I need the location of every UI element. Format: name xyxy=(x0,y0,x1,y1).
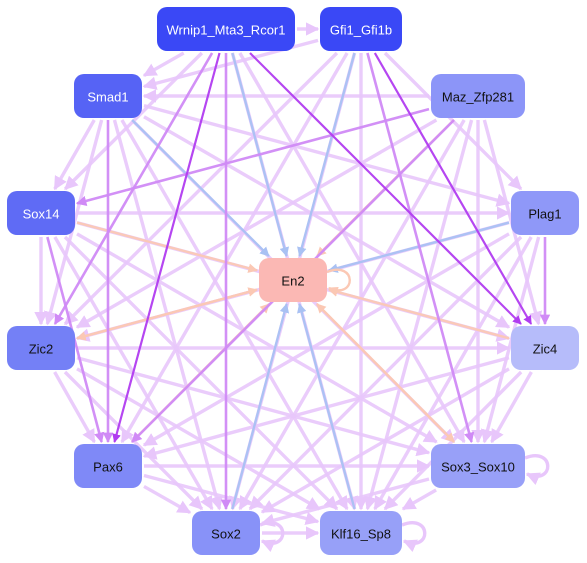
edge-klf16-to-en2 xyxy=(297,303,356,510)
edge-zic4-to-en2 xyxy=(328,287,510,340)
edge-zic2-to-pax6 xyxy=(53,371,96,444)
node-sox2[interactable]: Sox2 xyxy=(192,511,260,555)
node-box-gfi1[interactable] xyxy=(320,7,402,51)
edge-zic4-to-sox3 xyxy=(490,371,533,444)
edge-en2-to-sox3 xyxy=(316,303,455,443)
node-maz[interactable]: Maz_Zfp281 xyxy=(431,74,525,118)
edge-maz-to-sox2 xyxy=(238,119,466,511)
node-klf16[interactable]: Klf16_Sp8 xyxy=(320,511,402,555)
edge-sox2-to-en2 xyxy=(231,303,290,510)
node-box-maz[interactable] xyxy=(431,74,525,118)
edge-pax6-to-sox2 xyxy=(143,484,192,515)
node-gfi1[interactable]: Gfi1_Gfi1b xyxy=(320,7,402,51)
node-box-plag1[interactable] xyxy=(511,191,579,235)
edge-smad1-to-zic4 xyxy=(143,115,511,329)
node-box-zic4[interactable] xyxy=(511,326,579,370)
edge-smad1-to-sox14 xyxy=(53,119,96,191)
edge-sox14-to-sox3 xyxy=(76,232,438,444)
node-box-pax6[interactable] xyxy=(74,444,142,488)
edge-zic2-to-klf16 xyxy=(76,367,321,511)
edge-gfi1-to-zic4 xyxy=(373,52,533,325)
edge-wrnip1-to-pax6 xyxy=(112,52,221,443)
edge-gfi1-to-en2 xyxy=(297,52,356,257)
node-box-wrnip1[interactable] xyxy=(157,7,295,51)
node-smad1[interactable]: Smad1 xyxy=(74,74,142,118)
edge-zic4-to-sox2 xyxy=(260,367,510,514)
node-box-sox14[interactable] xyxy=(7,191,75,235)
node-zic2[interactable]: Zic2 xyxy=(7,326,75,370)
node-zic4[interactable]: Zic4 xyxy=(511,326,579,370)
edge-maz-to-zic2 xyxy=(75,118,438,329)
node-sox3[interactable]: Sox3_Sox10 xyxy=(431,444,525,488)
edge-sox3-to-sox2 xyxy=(260,477,430,527)
edge-pax6-to-klf16 xyxy=(143,473,320,526)
node-box-en2[interactable] xyxy=(259,258,327,302)
edge-en2-to-zic2 xyxy=(76,288,258,341)
edge-sox3-to-klf16 xyxy=(401,488,437,511)
node-plag1[interactable]: Plag1 xyxy=(511,191,579,235)
edge-plag1-to-pax6 xyxy=(142,232,510,447)
node-box-sox3[interactable] xyxy=(431,444,525,488)
node-pax6[interactable]: Pax6 xyxy=(74,444,142,488)
edge-wrnip1-to-zic4 xyxy=(249,52,522,325)
edge-smad1-to-en2 xyxy=(131,119,270,257)
edge-smad1-to-klf16 xyxy=(120,119,349,511)
node-box-sox2[interactable] xyxy=(192,511,260,555)
node-box-klf16[interactable] xyxy=(320,511,402,555)
edge-zic2-to-sox3 xyxy=(76,356,431,457)
edge-wrnip1-to-smad1 xyxy=(142,51,185,78)
node-box-zic2[interactable] xyxy=(7,326,75,370)
node-sox14[interactable]: Sox14 xyxy=(7,191,75,235)
edge-gfi1-to-sox3 xyxy=(366,52,475,444)
edge-maz-to-sox14 xyxy=(75,107,430,206)
node-box-smad1[interactable] xyxy=(74,74,142,118)
self-loop-sox3 xyxy=(524,454,550,486)
self-loop-sox2 xyxy=(259,521,285,553)
edge-gfi1-to-pax6 xyxy=(120,52,349,444)
edge-wrnip1-to-sox3 xyxy=(238,52,466,444)
node-en2[interactable]: En2 xyxy=(259,258,327,302)
self-loop-en2 xyxy=(326,268,351,296)
self-loop-klf16 xyxy=(401,521,427,553)
node-wrnip1[interactable]: Wrnip1_Mta3_Rcor1 xyxy=(157,7,295,51)
